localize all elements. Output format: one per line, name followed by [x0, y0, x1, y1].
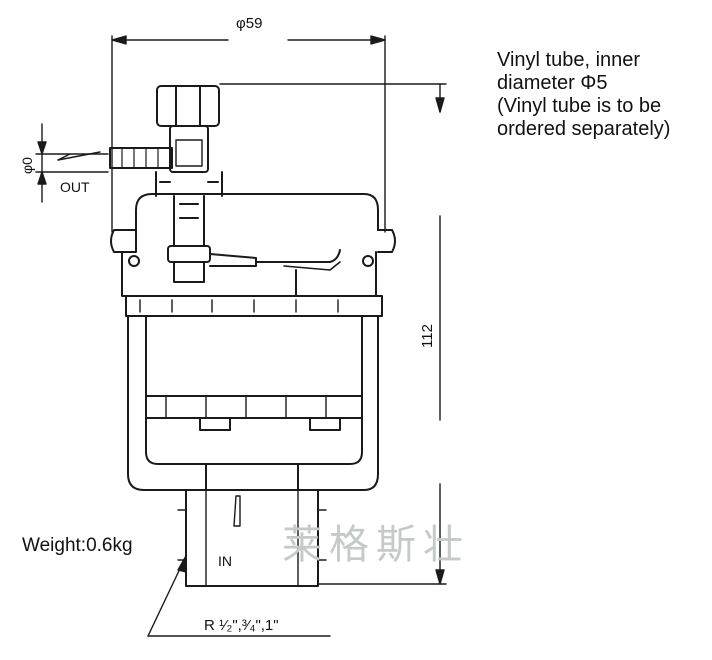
- weight-note: Weight:0.6kg: [22, 535, 133, 556]
- side-diameter-dimension: [35, 123, 109, 203]
- height-dimension: [219, 83, 447, 585]
- width-dimension-label: φ59: [236, 15, 262, 32]
- vinyl-tube-note-line-4: ordered separately): [497, 118, 671, 140]
- side-diameter-label: φ0: [19, 157, 35, 174]
- thread-spec: R ¹⁄₂",³⁄₄",1": [204, 617, 279, 634]
- valve-body: [109, 85, 396, 587]
- height-dimension-label: 112: [419, 324, 436, 348]
- out-label: OUT: [60, 179, 90, 195]
- arrow-mark: [57, 151, 101, 161]
- watermark: 莱格斯壮: [282, 522, 470, 568]
- thread-leader: [147, 555, 331, 637]
- width-dimension: [111, 35, 386, 233]
- in-label: IN: [218, 553, 232, 569]
- vinyl-tube-note: Vinyl tube, inner diameter Φ5 (Vinyl tub…: [497, 49, 670, 141]
- vinyl-tube-note-line-1: Vinyl tube, inner: [497, 49, 641, 71]
- vinyl-tube-note-line-2: diameter Φ5: [497, 72, 608, 94]
- vinyl-tube-note-line-3: (Vinyl tube is to be: [497, 95, 662, 117]
